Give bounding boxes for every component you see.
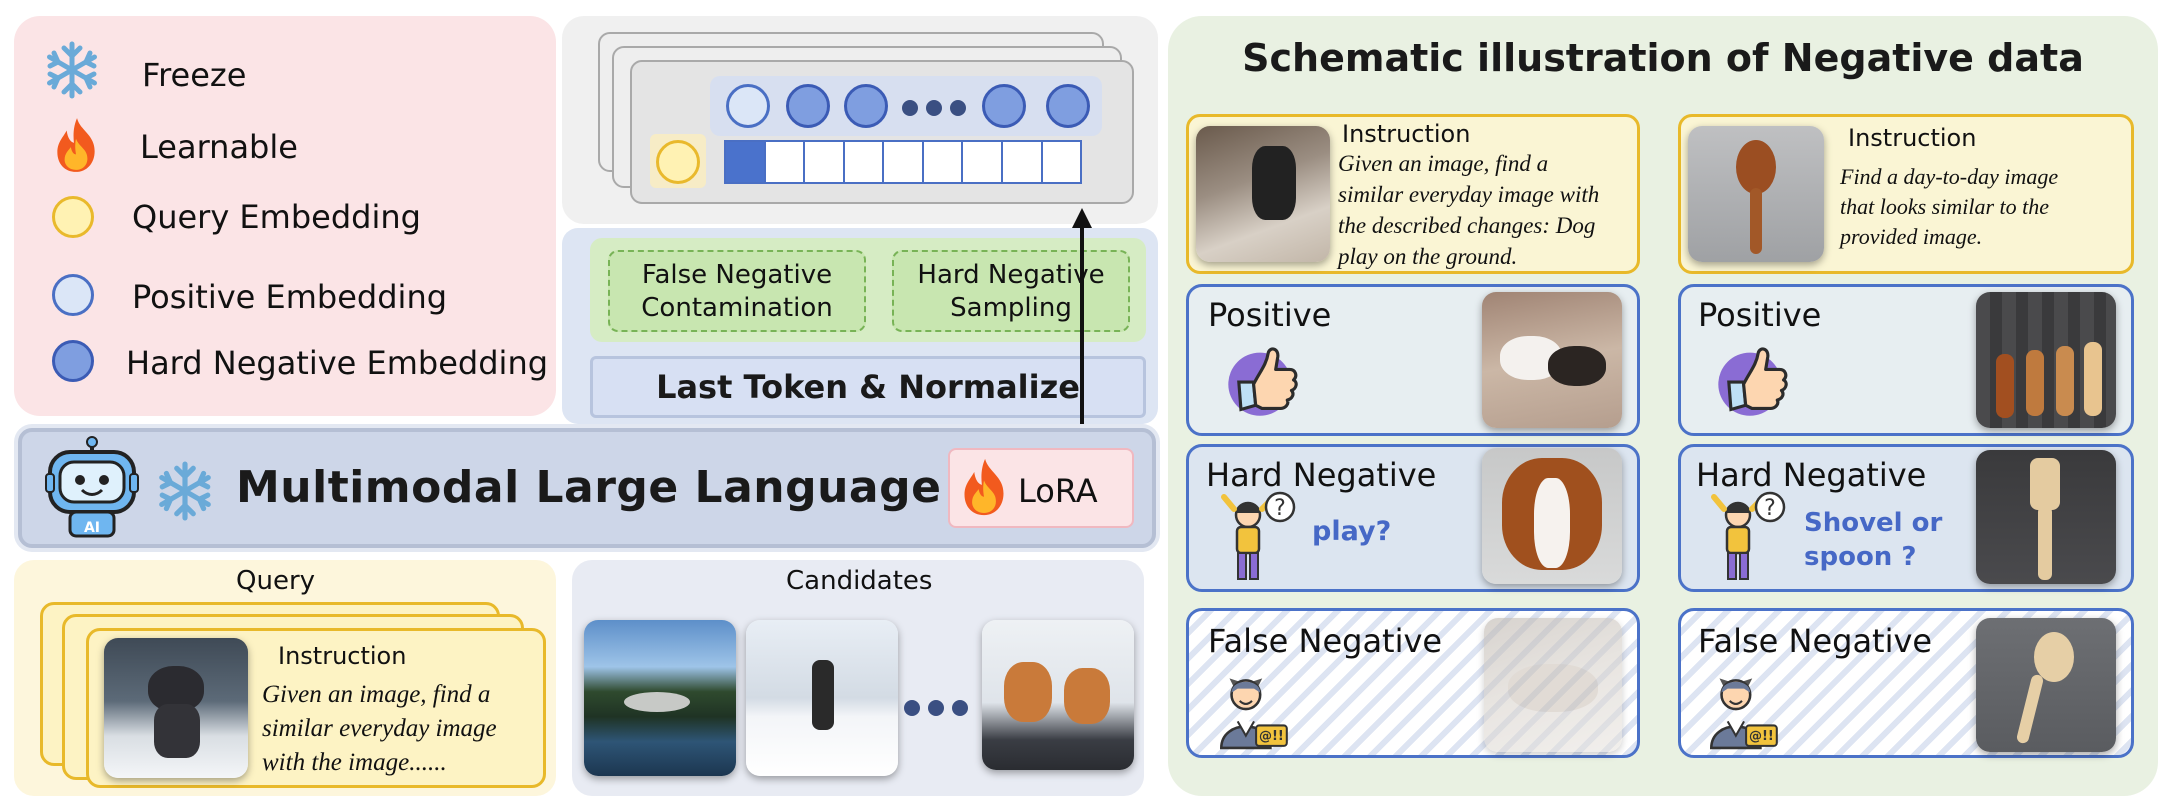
ellipsis-dot — [904, 700, 920, 716]
query-instruction-line2: similar everyday image — [262, 715, 497, 742]
right-question-line1: Shovel or — [1804, 508, 1943, 538]
query-instruction-line3: with the image...... — [262, 749, 447, 776]
token-cell — [884, 142, 924, 182]
left-instruction-line3: the described changes: Dog — [1338, 213, 1596, 238]
arrow-up-icon — [1072, 208, 1092, 440]
legend-panel — [14, 16, 556, 416]
legend-learnable-label: Learnable — [140, 128, 298, 166]
legend-hard-negative-label: Hard Negative Embedding — [126, 344, 549, 382]
confused-person-icon — [1708, 488, 1788, 584]
hard-negative-embedding — [786, 84, 830, 128]
candidate-skier-image — [746, 620, 898, 776]
right-positive-label: Positive — [1698, 296, 1822, 334]
left-badge-text: @!! — [1259, 729, 1284, 744]
left-question-text: play? — [1312, 516, 1392, 547]
query-instruction-text: Given an image, find a similar everyday … — [262, 678, 497, 780]
hard-negative-embedding — [982, 84, 1026, 128]
flame-icon — [57, 118, 95, 172]
query-puppy-image — [104, 638, 248, 778]
token-cell — [1042, 142, 1081, 182]
robot-icon: AI — [45, 436, 139, 538]
last-token-cell — [726, 142, 766, 182]
candidates-title: Candidates — [786, 566, 933, 596]
token-cell — [844, 142, 885, 182]
token-cell — [923, 142, 964, 182]
robot-tag: AI — [84, 520, 100, 536]
candidate-canoe-image — [584, 620, 736, 776]
token-cell — [963, 142, 1003, 182]
token-cell — [765, 142, 806, 182]
right-badge-text: @!! — [1749, 729, 1774, 744]
lora-box — [948, 448, 1134, 528]
legend-positive-circle — [52, 274, 94, 316]
legend-query-label: Query Embedding — [132, 198, 421, 236]
right-positive-spoons-image — [1976, 292, 2116, 428]
left-positive-dogs-image — [1482, 292, 1622, 428]
legend-positive-label: Positive Embedding — [132, 278, 448, 316]
thumbs-up-icon — [1226, 347, 1298, 418]
false-negative-line1: False Negative — [641, 260, 833, 290]
right-instruction-label: Instruction — [1848, 124, 1977, 152]
false-negative-line2: Contamination — [641, 293, 833, 323]
query-instruction-line1: Given an image, find a — [262, 681, 491, 708]
left-positive-label: Positive — [1208, 296, 1332, 334]
candidate-corgis-image — [982, 620, 1134, 770]
left-false-negative-dog-image — [1484, 618, 1622, 752]
hard-negative-embedding — [1046, 84, 1090, 128]
query-title: Query — [236, 566, 316, 596]
token-cell — [1002, 142, 1043, 182]
left-false-negative-label: False Negative — [1208, 622, 1443, 660]
legend-query-circle — [52, 196, 94, 238]
lora-label: LoRA — [1018, 472, 1098, 510]
token-sequence — [724, 140, 1082, 184]
right-hard-negative-label: Hard Negative — [1696, 456, 1927, 494]
right-query-spoon-image — [1688, 126, 1824, 262]
false-negative-contamination-box: False Negative Contamination — [608, 250, 866, 332]
hard-negative-sampling-box: Hard Negative Sampling — [892, 250, 1130, 332]
right-instruction-text: Find a day-to-day image that looks simil… — [1840, 162, 2058, 252]
left-instruction-label: Instruction — [1342, 120, 1471, 148]
ellipsis-dot — [952, 700, 968, 716]
hard-negative-line1: Hard Negative — [917, 260, 1105, 290]
ellipsis-dot — [928, 700, 944, 716]
hard-negative-embedding — [844, 84, 888, 128]
left-instruction-line1: Given an image, find a — [1338, 151, 1549, 176]
left-instruction-line2: similar everyday image with — [1338, 182, 1600, 207]
ellipsis-dot — [926, 100, 942, 116]
left-instruction-line4: play on the ground. — [1338, 244, 1518, 269]
token-cell — [805, 142, 845, 182]
ellipsis-dot — [902, 100, 918, 116]
right-false-negative-spoon-image — [1976, 618, 2116, 752]
snowflake-icon — [42, 40, 102, 100]
ellipsis-dot — [950, 100, 966, 116]
last-token-normalize-box: Last Token & Normalize — [590, 356, 1146, 418]
confused-person-icon — [1218, 488, 1298, 584]
right-instruction-line2: that looks similar to the — [1840, 194, 2049, 219]
right-question-text: Shovel or spoon ? — [1804, 506, 1942, 574]
right-instruction-line3: provided image. — [1840, 224, 1983, 249]
last-token-normalize-label: Last Token & Normalize — [656, 368, 1080, 406]
right-hard-negative-spatula-image — [1976, 450, 2116, 584]
right-false-negative-label: False Negative — [1698, 622, 1933, 660]
query-instruction-label: Instruction — [278, 642, 407, 670]
right-question-line2: spoon ? — [1804, 542, 1917, 572]
legend-freeze-label: Freeze — [142, 56, 247, 94]
left-query-dog-image — [1196, 126, 1330, 262]
flame-icon — [964, 458, 1004, 516]
left-hard-negative-spaniel-image — [1482, 448, 1622, 584]
legend-hard-negative-circle — [52, 340, 94, 382]
query-embedding — [656, 140, 700, 184]
left-hard-negative-label: Hard Negative — [1206, 456, 1437, 494]
right-instruction-line1: Find a day-to-day image — [1840, 164, 2059, 189]
hard-negative-line2: Sampling — [950, 293, 1072, 323]
thumbs-up-icon — [1716, 347, 1788, 418]
positive-embedding — [726, 84, 770, 128]
snowflake-icon — [154, 460, 216, 522]
left-instruction-text: Given an image, find a similar everyday … — [1338, 148, 1599, 272]
negative-data-title: Schematic illustration of Negative data — [1242, 36, 2084, 80]
